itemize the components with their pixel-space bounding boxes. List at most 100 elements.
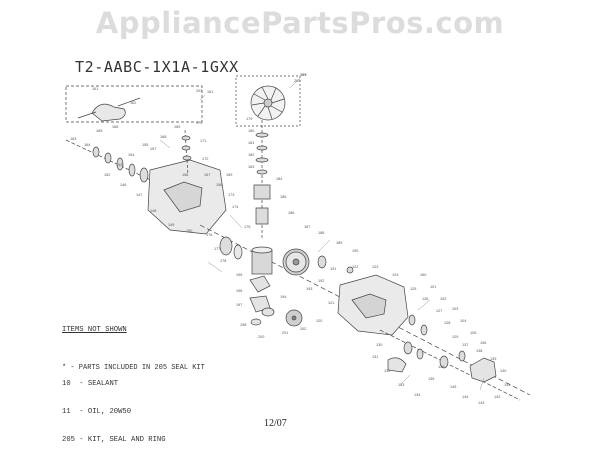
part-callout: 152	[104, 173, 110, 177]
part-callout: 184	[276, 177, 282, 181]
part-callout: 170	[196, 121, 202, 125]
part-callout: 145	[450, 385, 456, 389]
part-callout: 180	[248, 129, 254, 133]
seal-kit-footnote: * - PARTS INCLUDED IN 205 SEAL KIT	[62, 364, 205, 372]
part-callout: 173	[228, 193, 234, 197]
part-callout: 164	[84, 143, 90, 147]
lower-left-parts	[249, 275, 275, 326]
part-callout: 176	[206, 233, 212, 237]
part-callout: 159	[226, 173, 232, 177]
part-callout: 169	[174, 125, 180, 129]
bull-gear	[282, 248, 310, 276]
part-callout: 106	[480, 341, 486, 345]
part-callout: 131	[372, 355, 378, 359]
part-callout: 182	[248, 153, 254, 157]
part-callout: 201	[282, 331, 288, 335]
part-callout: 185	[280, 195, 286, 199]
part-callout: 105	[470, 331, 476, 335]
part-callout: 140	[500, 369, 506, 373]
part-callout: 134	[414, 393, 420, 397]
part-callout: 132	[384, 369, 390, 373]
part-callout: 172	[202, 157, 208, 161]
part-callout: 189	[336, 241, 342, 245]
fan-callout: 204	[294, 79, 300, 83]
part-callout: 144	[462, 395, 468, 399]
part-callout: 186	[288, 211, 294, 215]
part-callout: 161	[92, 87, 98, 91]
part-callout: 107	[300, 73, 306, 77]
part-callout: 165	[96, 129, 102, 133]
inset-box-callout: 203	[196, 89, 202, 93]
part-callout: 194	[280, 295, 286, 299]
part-callout: 154	[128, 153, 134, 157]
part-callout: 126	[422, 297, 428, 301]
part-callout: 121	[328, 301, 334, 305]
part-callout: 146	[120, 183, 126, 187]
part-callout: 155	[142, 143, 148, 147]
part-callout: 101	[430, 285, 436, 289]
part-callout: 163	[70, 137, 76, 141]
part-callout: 187	[304, 225, 310, 229]
part-callout: 190	[352, 249, 358, 253]
part-callout: 197	[236, 303, 242, 307]
watermark: AppliancePartsPros.com	[95, 6, 505, 40]
right-axle	[379, 329, 521, 401]
part-callout: 166	[112, 125, 118, 129]
part-callout: 198	[240, 323, 246, 327]
cooling-fan	[250, 85, 286, 121]
part-callout: 129	[452, 335, 458, 339]
part-callout: 158	[216, 183, 222, 187]
right-bracket	[469, 357, 497, 383]
part-callout: 174	[232, 205, 238, 209]
part-callout: 195	[236, 273, 242, 277]
part-callout: 122	[352, 265, 358, 269]
part-callout: 178	[220, 259, 226, 263]
callout-labels: 1991511611621631641651661671681691701711…	[70, 73, 510, 405]
left-axle-parts	[92, 146, 149, 183]
part-callout: 202	[300, 327, 306, 331]
note-item: 11 - OIL, 20W50	[62, 408, 132, 417]
part-callout: 175	[244, 225, 250, 229]
inset-part	[91, 103, 126, 122]
part-callout: 156	[182, 173, 188, 177]
model-number: T2-AABC-1X1A-1GXX	[75, 58, 239, 76]
part-callout: 123	[372, 265, 378, 269]
part-callout: 149	[168, 223, 174, 227]
part-callout: 171	[200, 139, 206, 143]
part-callout: 200	[258, 335, 264, 339]
notes-header: ITEMS NOT SHOWN	[62, 326, 127, 335]
part-callout: 183	[248, 165, 254, 169]
part-callout: 120	[316, 319, 322, 323]
part-callout: 138	[476, 349, 482, 353]
part-callout: 128	[444, 321, 450, 325]
part-callout: 196	[236, 289, 242, 293]
part-callout: 124	[392, 273, 398, 277]
inset-box	[65, 85, 203, 123]
part-callout: 192	[318, 279, 324, 283]
part-callout: 133	[398, 383, 404, 387]
part-callout: 104	[460, 319, 466, 323]
part-callout: 179	[246, 117, 252, 121]
part-callout: 136	[438, 365, 444, 369]
lower-gear	[285, 309, 303, 327]
right-axle-parts	[403, 341, 466, 369]
note-item: 10 - SEALANT	[62, 380, 119, 389]
part-callout: 148	[150, 209, 156, 213]
part-callout: 191	[330, 267, 336, 271]
part-callout: 102	[440, 297, 446, 301]
part-callout: 162	[130, 101, 136, 105]
part-callout: 103	[452, 307, 458, 311]
part-callout: 143	[478, 401, 484, 405]
part-callout: 139	[490, 357, 496, 361]
part-callout: 151	[207, 90, 213, 94]
cylinder-block	[251, 246, 273, 275]
part-callout: 142	[494, 395, 500, 399]
part-callout: 167	[150, 147, 156, 151]
part-callout: 188	[318, 231, 324, 235]
part-callout: 199	[300, 73, 306, 77]
part-callout: 147	[136, 193, 142, 197]
part-callout: 130	[376, 343, 382, 347]
items-not-shown-notes: ITEMS NOT SHOWN 10 - SEALANT 11 - OIL, 2…	[62, 308, 166, 454]
date-code: 12/07	[264, 418, 287, 429]
